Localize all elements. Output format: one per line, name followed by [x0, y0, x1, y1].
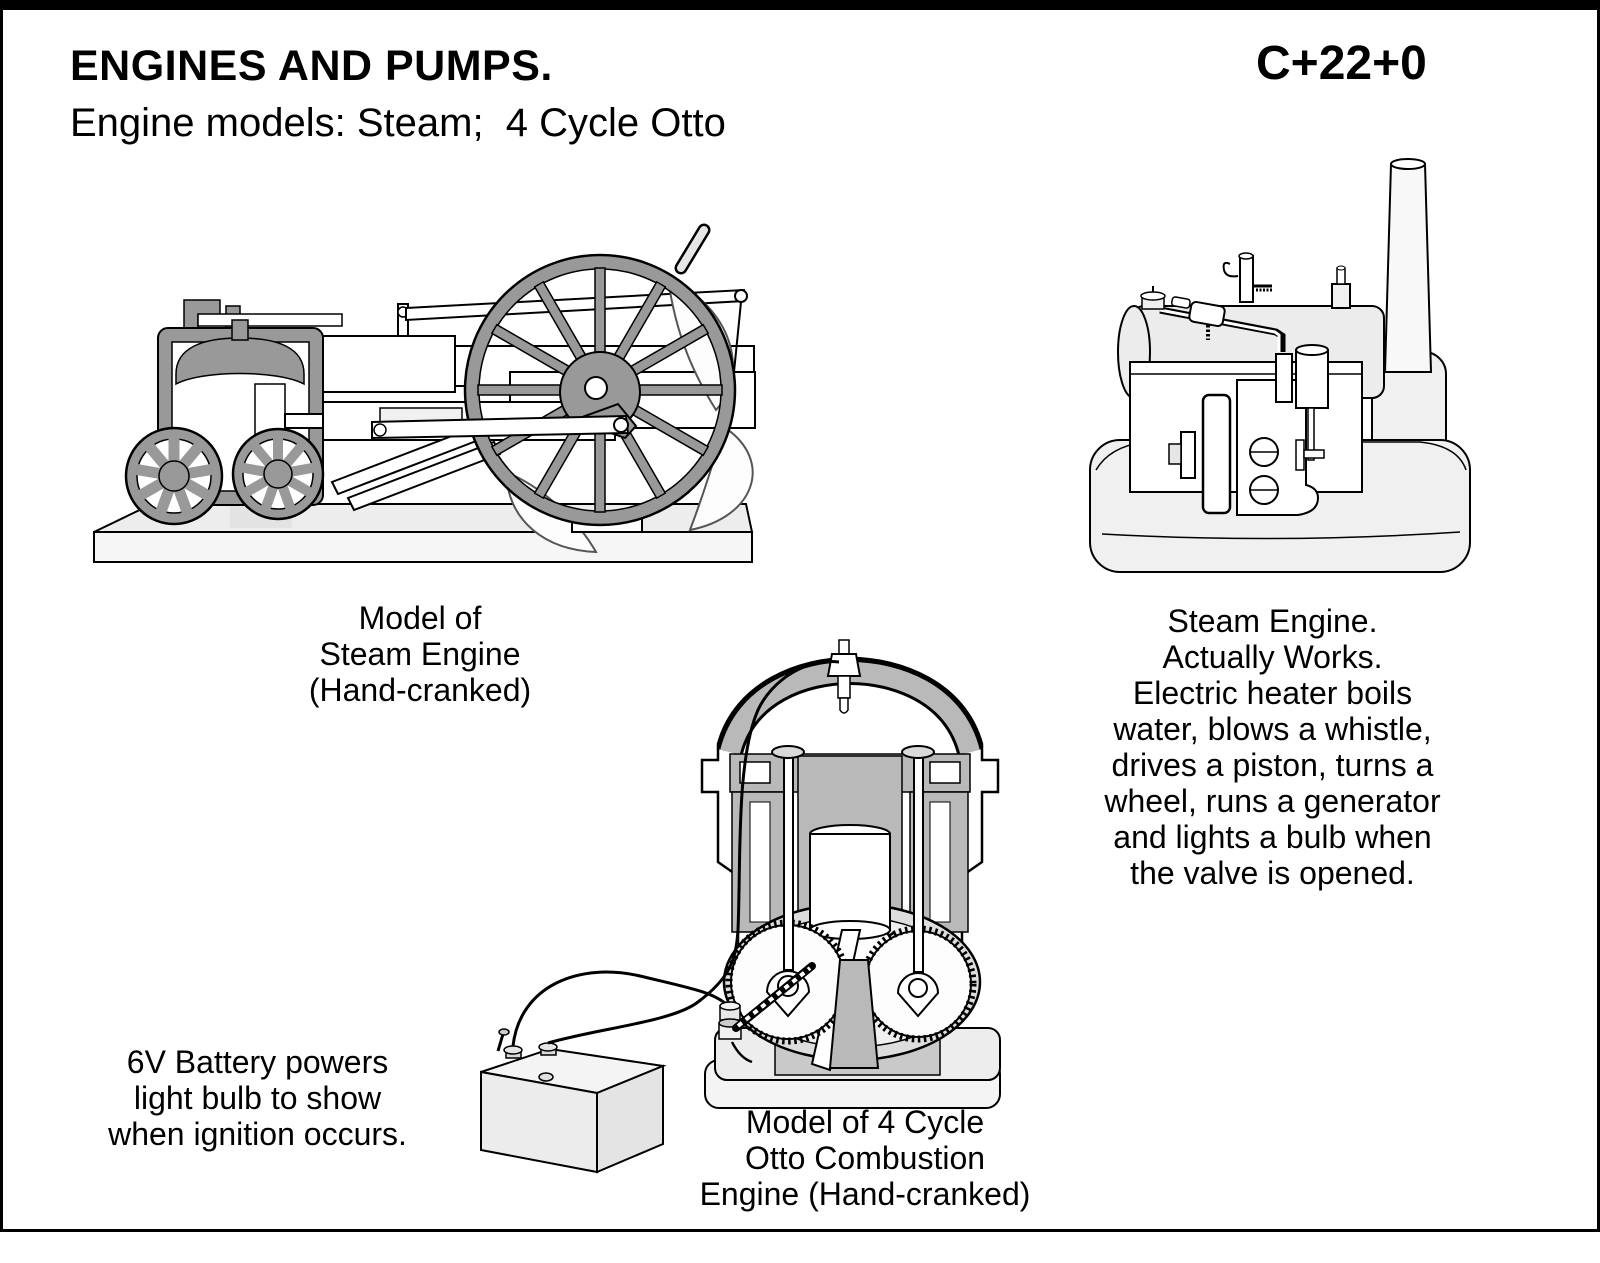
starter-crank-rod — [732, 962, 816, 1032]
page-subtitle: Engine models: Steam; 4 Cycle Otto — [70, 101, 726, 145]
governor-wedge — [828, 959, 880, 1069]
throttle-valve — [1140, 286, 1166, 310]
working-steam-illustration — [1060, 140, 1540, 580]
caption-line: light bulb to show — [133, 1080, 382, 1116]
otto-engine-illustration — [440, 630, 1020, 1175]
caption-line: and lights a bulb when — [1113, 819, 1432, 855]
caption-line: Steam Engine — [319, 636, 521, 672]
working-steam-caption: Steam Engine. Actually Works. Electric h… — [1050, 603, 1495, 891]
caption-line: Steam Engine. — [1167, 603, 1378, 639]
engine-standard — [1236, 379, 1320, 516]
caption-line: 6V Battery powers — [126, 1044, 389, 1080]
battery — [480, 1028, 667, 1174]
caption-line: (Hand-cranked) — [308, 672, 532, 708]
caption-line: drives a piston, turns a — [1111, 747, 1434, 783]
safety-valve — [1331, 265, 1351, 309]
caption-line: Actually Works. — [1162, 639, 1383, 675]
chimney — [1383, 158, 1433, 373]
caption-line: Otto Combustion — [744, 1140, 986, 1176]
piston — [809, 824, 891, 940]
rear-wheel — [231, 427, 325, 521]
front-wheel — [124, 426, 224, 526]
flywheel-edge — [1168, 393, 1232, 515]
pushrods — [771, 745, 935, 973]
caption-line: water, blows a whistle, — [1113, 711, 1432, 747]
caption-line: Electric heater boils — [1132, 675, 1413, 711]
catalog-code: C+22+0 — [1256, 37, 1427, 90]
spark-plug — [826, 639, 862, 714]
top-border-bar — [0, 0, 1600, 10]
page-title: ENGINES AND PUMPS. — [70, 42, 553, 90]
steam-model-caption: Model of Steam Engine (Hand-cranked) — [220, 600, 620, 708]
ignition-wires — [511, 660, 840, 1047]
caption-line: the valve is opened. — [1130, 855, 1415, 891]
caption-line: Model of — [358, 600, 482, 636]
crank-handle — [674, 223, 711, 275]
steam-chest — [322, 335, 456, 393]
connecting-rod — [371, 414, 630, 440]
steam-model-illustration — [80, 220, 760, 580]
caption-line: wheel, runs a generator — [1104, 783, 1441, 819]
steam-cylinder — [1275, 344, 1329, 471]
whistle — [1222, 252, 1272, 303]
caption-line: Model of 4 Cycle — [745, 1104, 985, 1140]
caption-line: Engine (Hand-cranked) — [699, 1176, 1031, 1212]
pipe-tee — [1170, 296, 1226, 340]
otto-caption: Model of 4 Cycle Otto Combustion Engine … — [620, 1104, 1110, 1212]
battery-caption: 6V Battery powers light bulb to show whe… — [45, 1044, 470, 1152]
caption-line: when ignition occurs. — [108, 1116, 407, 1152]
